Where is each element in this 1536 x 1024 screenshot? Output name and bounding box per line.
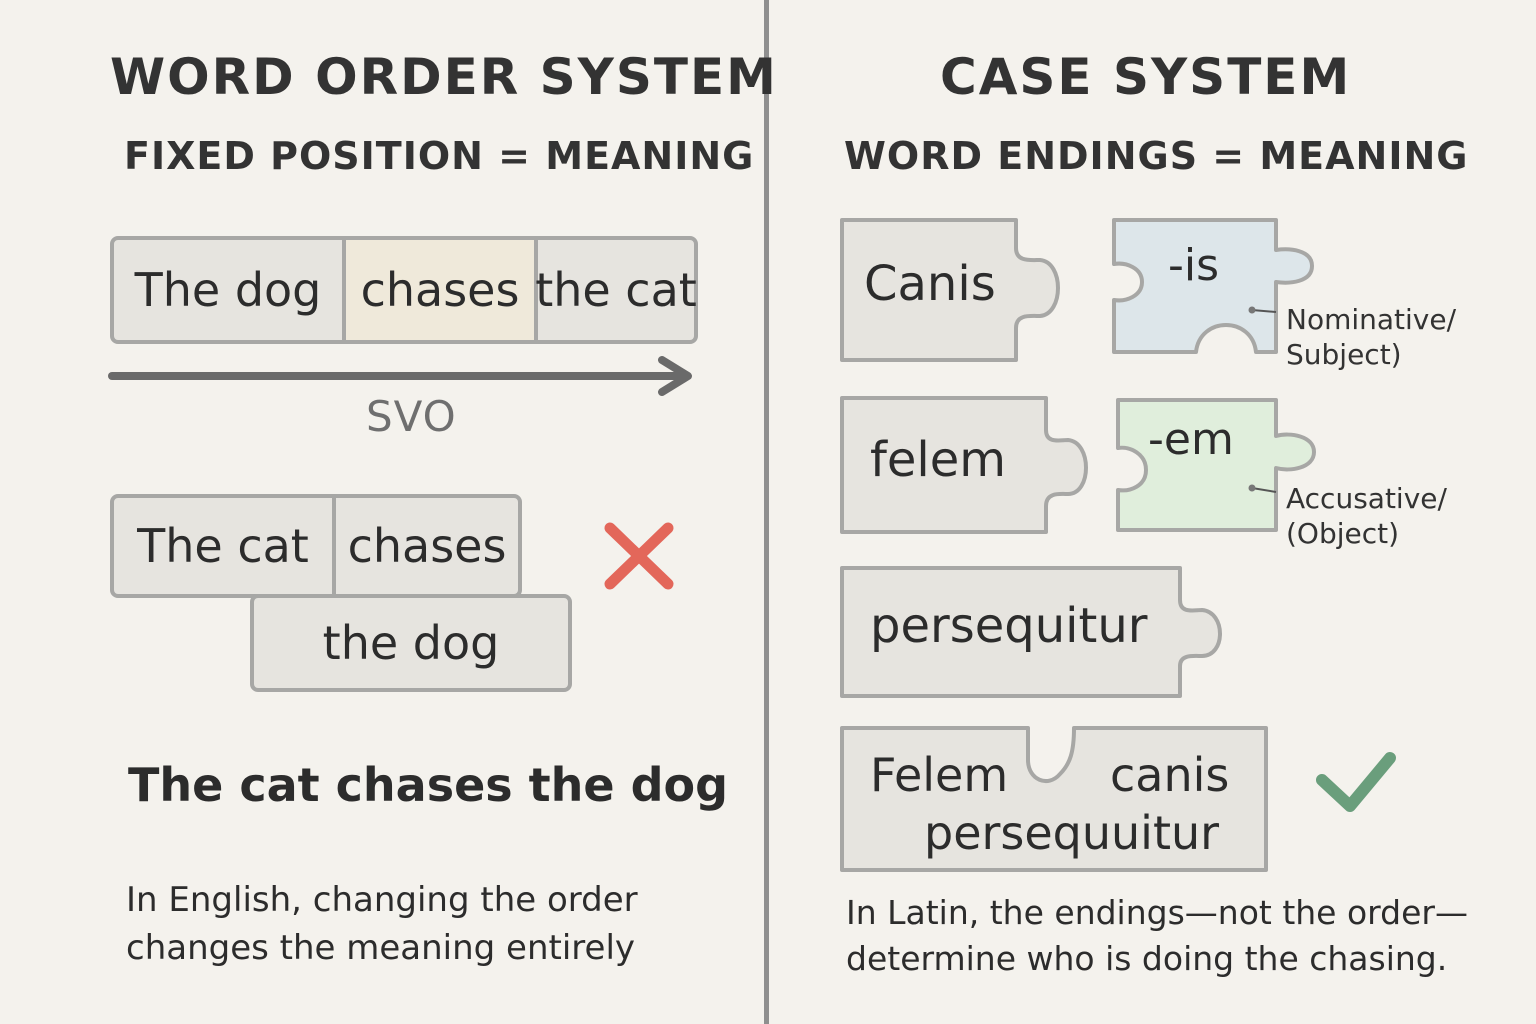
canis-word: Canis (864, 256, 996, 312)
center-divider (764, 0, 769, 1024)
combined-felem: Felem (870, 748, 1009, 802)
combined-verb: persequuitur (924, 806, 1220, 860)
accusative-label-line-2: (Object) (1286, 517, 1400, 550)
word-order-subtitle: FIXED POSITION = MEANING (124, 134, 755, 178)
swapped-verb-segment: chases (332, 498, 518, 594)
latin-note-line-1: In Latin, the endings—not the order— (846, 893, 1468, 932)
word-order-title: WORD ORDER SYSTEM (110, 48, 778, 106)
verb-segment: chases (342, 240, 534, 340)
english-note-line-1: In English, changing the order (126, 880, 638, 920)
english-note: In English, changing the order changes t… (126, 876, 638, 972)
accusative-label: Accusative/ (Object) (1286, 481, 1447, 551)
svo-label: SVO (366, 392, 457, 441)
nominative-label: Nominative/ Subject) (1286, 302, 1456, 372)
svo-sentence-box: The dog chases the cat (110, 236, 698, 344)
is-ending-piece (1112, 218, 1314, 354)
case-system-subtitle: WORD ENDINGS = MEANING (844, 134, 1469, 178)
felem-word: felem (870, 432, 1007, 488)
swapped-bottom-box: the dog (250, 594, 572, 692)
em-ending: -em (1148, 414, 1234, 465)
persequitur-piece (840, 566, 1222, 698)
result-sentence: The cat chases the dog (128, 758, 729, 812)
em-ending-piece (1116, 398, 1316, 532)
swapped-subject-segment: The cat (137, 519, 309, 573)
nominative-label-line-1: Nominative/ (1286, 303, 1457, 336)
case-system-title: CASE SYSTEM (940, 48, 1352, 106)
latin-note: In Latin, the endings—not the order— det… (846, 890, 1468, 982)
felem-piece (840, 396, 1088, 534)
english-note-line-2: changes the meaning entirely (126, 928, 636, 968)
latin-note-line-2: determine who is doing the chasing. (846, 939, 1448, 978)
combined-piece (840, 726, 1268, 872)
nominative-label-line-2: Subject) (1286, 338, 1402, 371)
correct-check-icon (1316, 752, 1396, 812)
combined-canis: canis (1110, 748, 1230, 802)
canis-piece (840, 218, 1060, 362)
swapped-top-box: The cat chases (110, 494, 522, 598)
object-segment: the cat (534, 240, 697, 340)
accusative-label-line-1: Accusative/ (1286, 482, 1447, 515)
subject-segment: The dog (134, 263, 322, 317)
persequitur-word: persequitur (870, 598, 1148, 654)
is-ending: -is (1168, 240, 1220, 291)
